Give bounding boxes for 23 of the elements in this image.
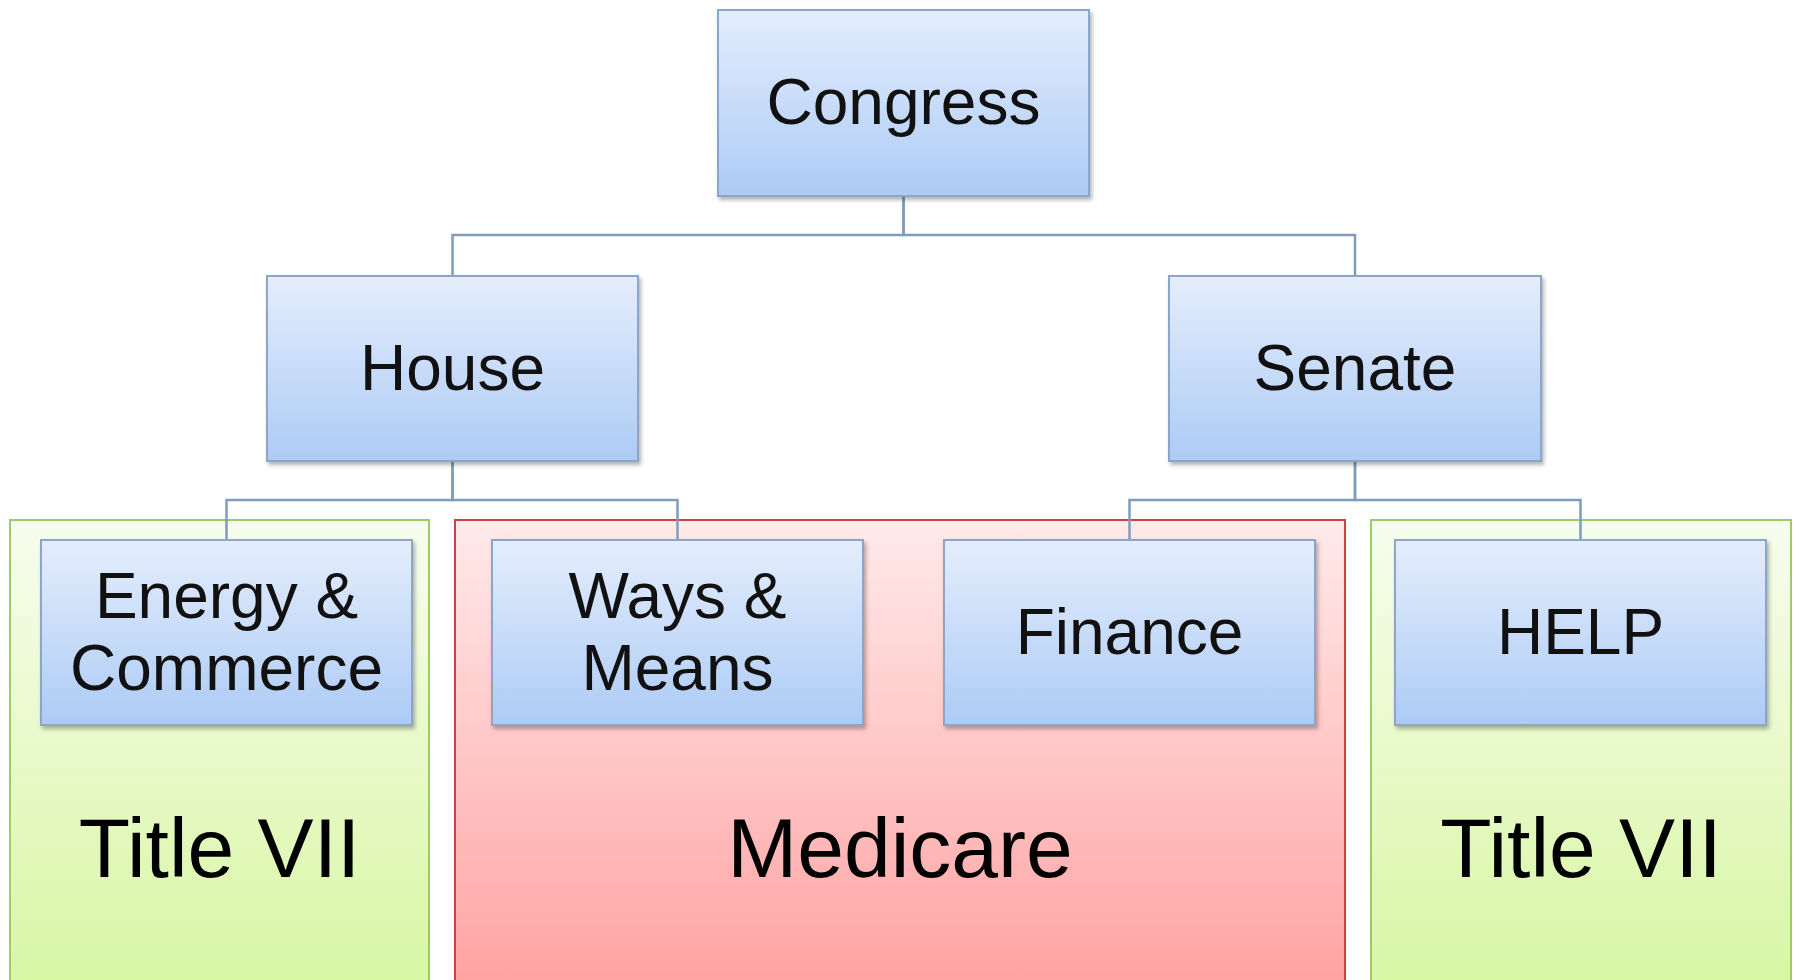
box-label: Senate (1253, 332, 1457, 405)
committee-box (40, 539, 413, 726)
box-label: Congress (766, 67, 1041, 139)
panel-label: Title VII (1439, 806, 1723, 890)
connector-line (451, 462, 679, 539)
committee-box (266, 275, 639, 462)
committee-box (717, 9, 1090, 197)
box-label: Energy & Commerce (69, 560, 384, 705)
committee-box (943, 539, 1316, 726)
box-label: HELP (1496, 596, 1665, 669)
box-label: Finance (1015, 596, 1244, 669)
box-label: Ways & Means (567, 560, 788, 705)
box-label: House (360, 332, 545, 405)
committee-box (491, 539, 864, 726)
connector-line (1353, 462, 1582, 539)
highlight-panel (1370, 519, 1792, 980)
panel-label: Title VII (77, 806, 362, 890)
committee-box (1168, 275, 1542, 462)
highlight-panel (9, 519, 430, 980)
connector-line (902, 197, 1357, 275)
highlight-panel (454, 519, 1346, 980)
committee-box (1394, 539, 1767, 726)
panel-label: Medicare (726, 806, 1074, 890)
